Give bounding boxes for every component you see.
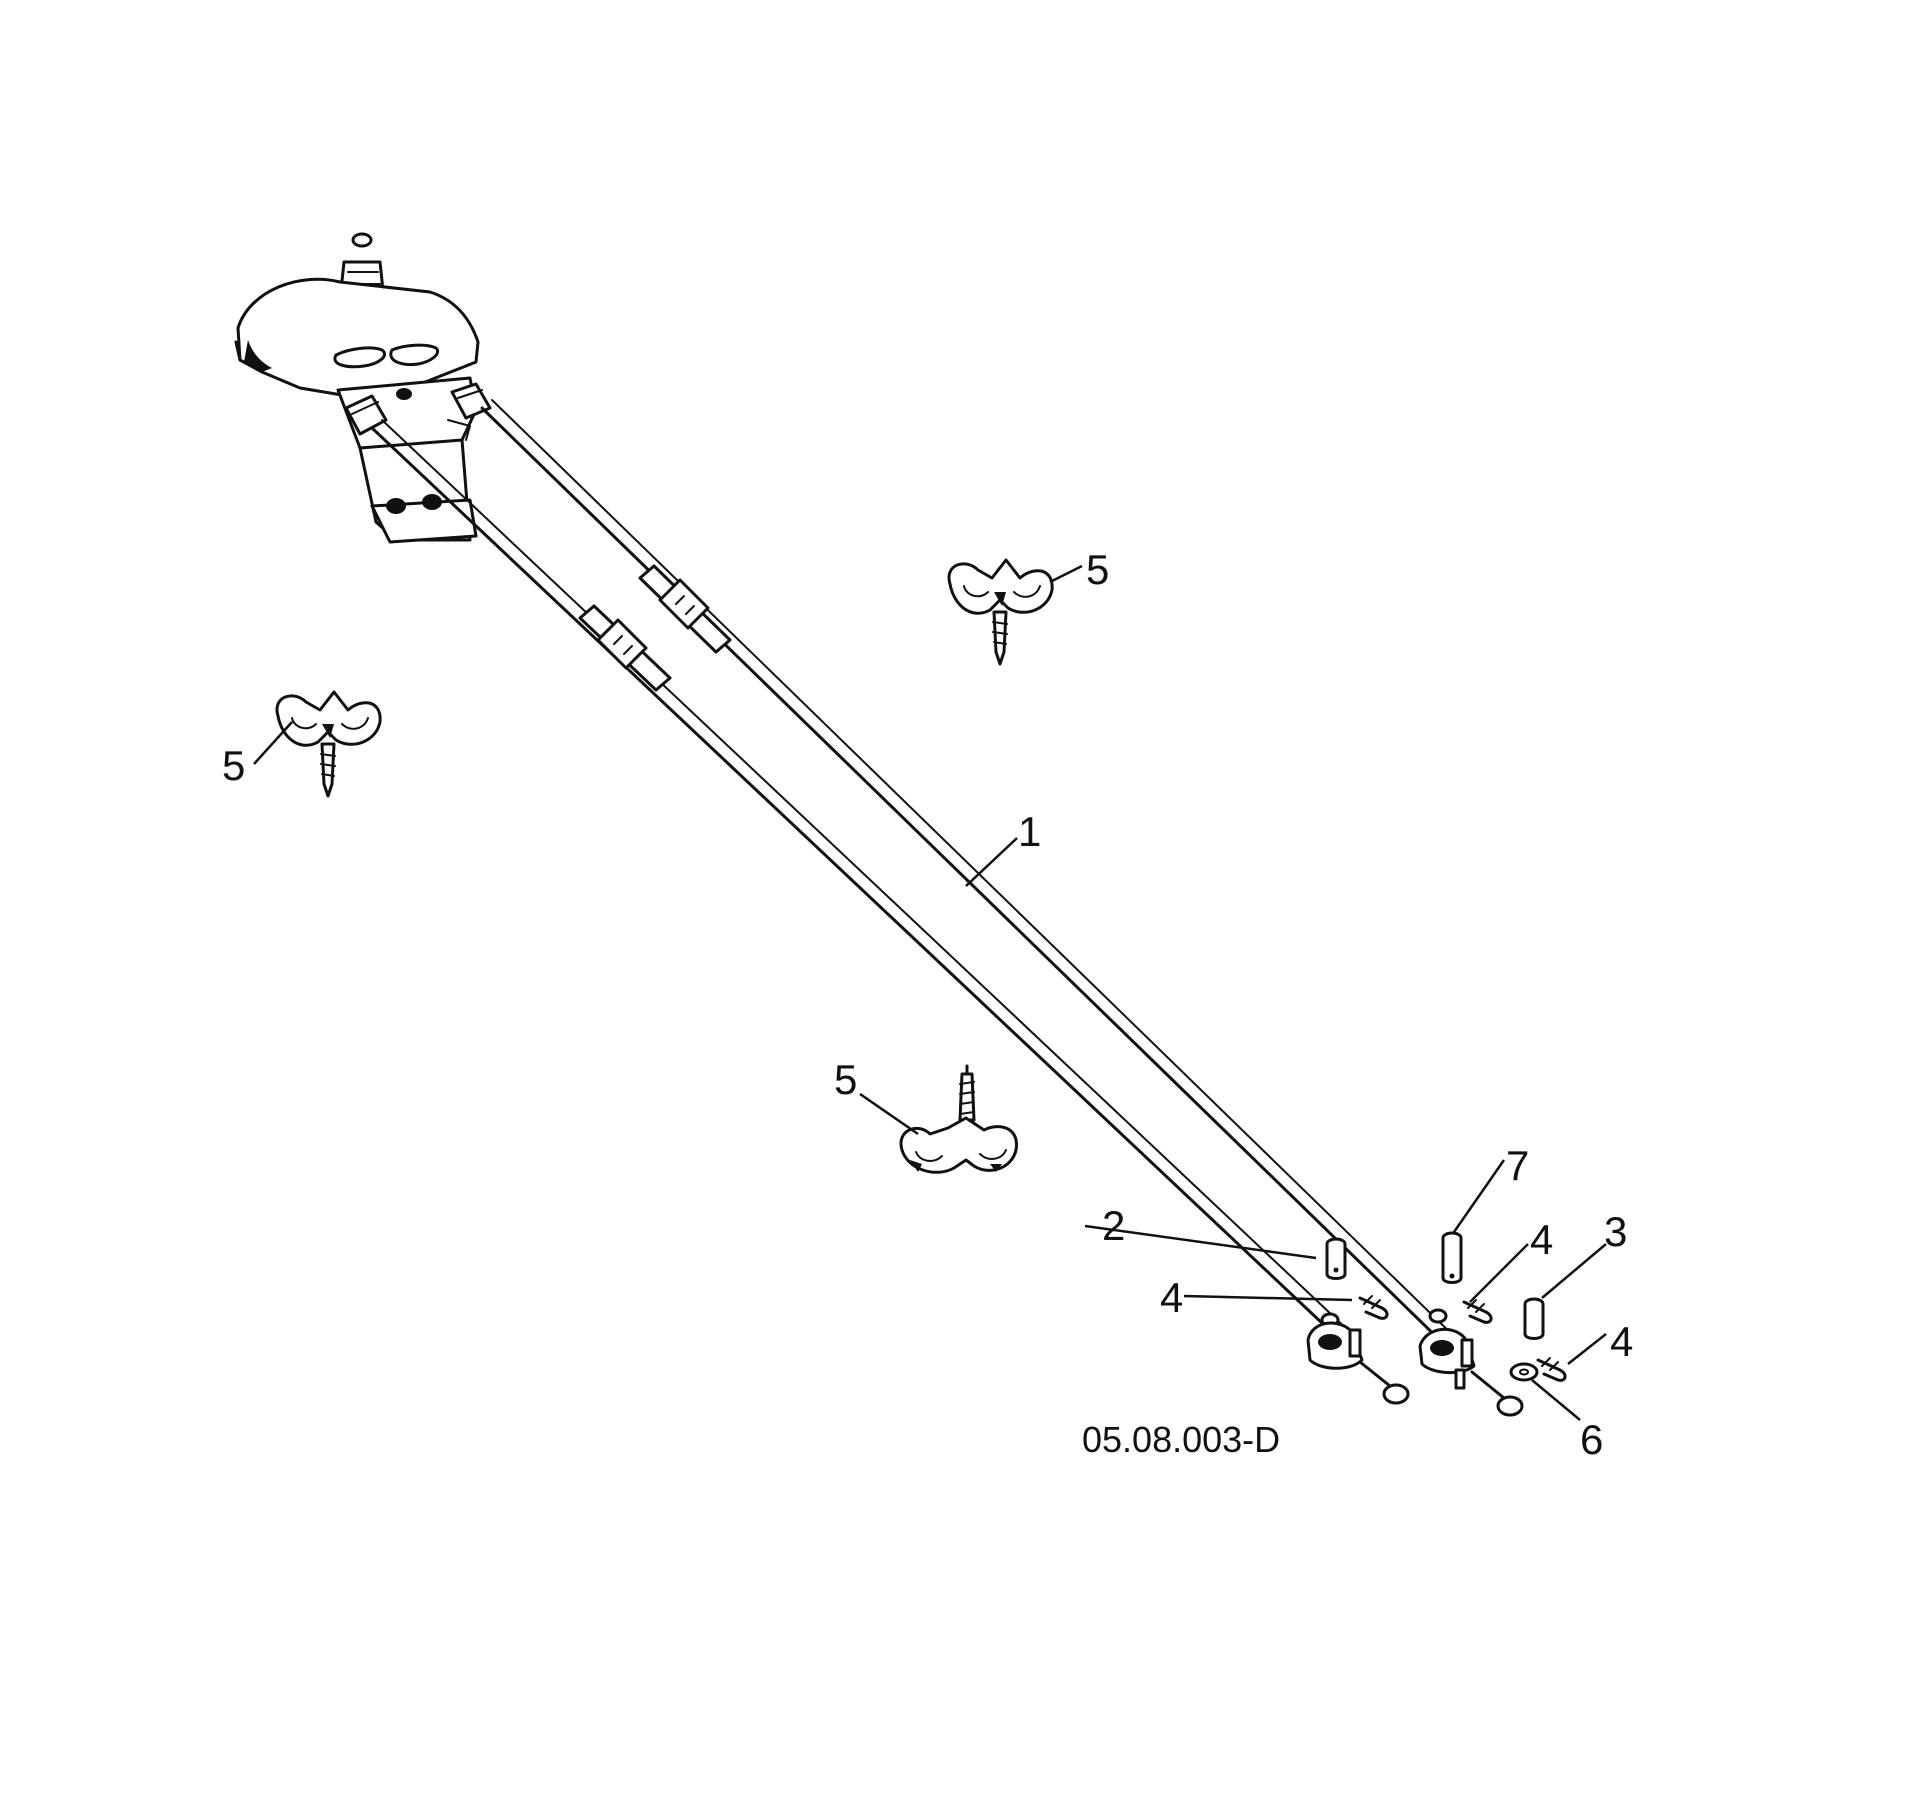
mounting-bracket xyxy=(234,232,492,544)
cable-clip-left xyxy=(275,690,382,798)
callout-5-left: 5 xyxy=(222,742,245,789)
callout-4-middle: 4 xyxy=(1530,1216,1553,1263)
cable-end-right xyxy=(1418,1308,1524,1417)
callout-7: 7 xyxy=(1506,1142,1529,1189)
callout-1: 1 xyxy=(1018,808,1041,855)
cable-end-left xyxy=(1306,1312,1410,1405)
hairpin-clip-b xyxy=(1462,1299,1493,1324)
callout-4-left: 4 xyxy=(1160,1274,1183,1321)
callout-6: 6 xyxy=(1580,1416,1603,1463)
cable-clip-right-upper xyxy=(947,558,1054,666)
clevis-pin-2 xyxy=(1325,1237,1347,1280)
drawing-code: 05.08.003-D xyxy=(1082,1419,1280,1460)
cable-clip-center xyxy=(899,1064,1018,1174)
callout-5-center: 5 xyxy=(834,1056,857,1103)
hairpin-clip-a xyxy=(1358,1295,1389,1320)
callout-3: 3 xyxy=(1604,1208,1627,1255)
leader-lines xyxy=(253,564,1607,1421)
control-cable xyxy=(370,399,1461,1352)
callout-5-right-upper: 5 xyxy=(1086,546,1109,593)
callout-2: 2 xyxy=(1102,1202,1125,1249)
clevis-pin-7 xyxy=(1441,1231,1463,1284)
callout-4-right: 4 xyxy=(1610,1318,1633,1365)
clevis-pin-3 xyxy=(1523,1297,1545,1340)
hairpin-clip-c xyxy=(1536,1357,1567,1382)
washer xyxy=(1509,1362,1539,1382)
